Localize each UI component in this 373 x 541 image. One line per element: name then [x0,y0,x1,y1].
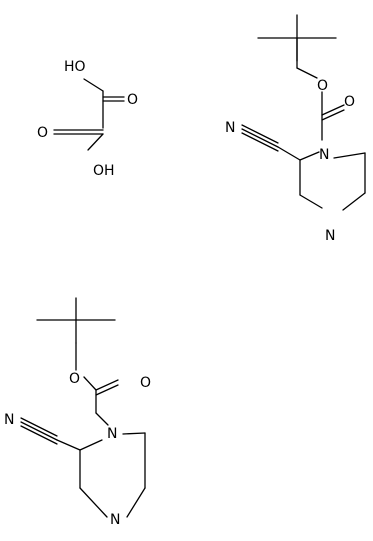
bond [126,487,146,518]
atom-label-o: O [69,371,80,387]
oxalic-acid: HO O O OH [37,59,138,179]
bond [20,421,58,441]
atom-label-n: N [325,228,335,244]
atom-label-o: O [37,125,48,141]
atom-label-o: O [127,92,138,108]
atom-label-n: N [107,426,117,442]
boc-cyanopiperazine-top: O O N N N [225,14,366,244]
bond [95,412,109,426]
bond [79,487,108,518]
atom-label-o: O [344,94,355,110]
bond [83,376,97,391]
atom-label-o: O [317,78,328,94]
bond [83,78,104,92]
bond [79,439,103,451]
atom-label-n: N [225,120,235,136]
atom-label-n: N [110,512,120,528]
bond [122,432,146,435]
bond [321,104,345,116]
bond [20,417,58,437]
atom-label-n: N [4,412,14,428]
bond [241,128,279,148]
bond [342,192,366,211]
bond [277,146,301,161]
bond [95,379,119,391]
bond [56,439,81,451]
boc-cyanopiperazine-bottom: O O N N N [4,297,151,528]
bond [299,194,323,209]
bond [333,152,366,159]
bond [296,67,318,79]
atom-label-oh: OH [93,163,115,179]
bond [299,151,320,161]
bond [241,132,279,152]
atom-label-ho: HO [64,59,86,75]
atom-label-o: O [140,375,151,391]
bond [87,133,104,151]
bond [321,109,345,121]
bond [95,384,119,396]
bond [20,425,58,445]
bond [241,124,279,144]
atom-label-n: N [319,147,329,163]
